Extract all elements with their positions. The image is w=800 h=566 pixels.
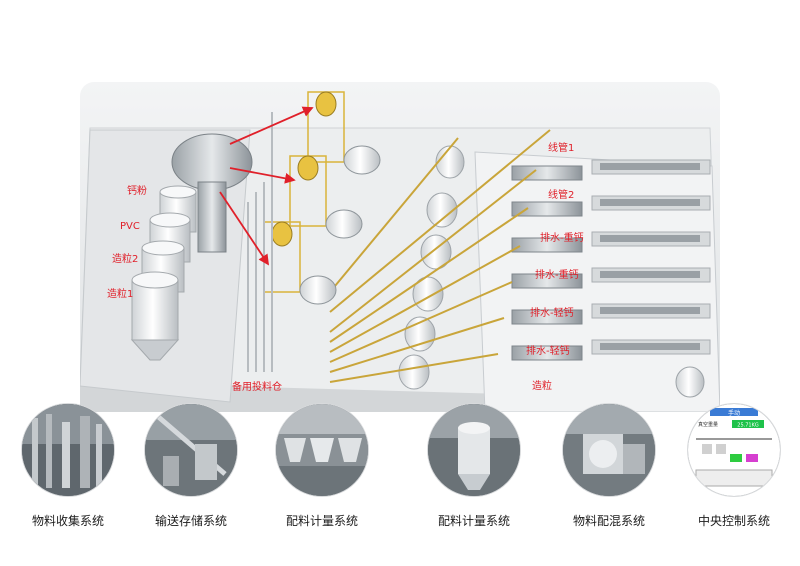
label-pellet1: 造粒1: [107, 289, 134, 300]
label-drain-light-1: 排水-轻钙: [530, 308, 574, 319]
photo-batching-2: [428, 404, 520, 496]
silo-pellet1: [130, 271, 180, 361]
caption-mixing: 物料配混系统: [572, 514, 645, 528]
feeder-hoppers: [398, 145, 705, 398]
control-weight-label: 真空重量: [698, 421, 718, 428]
extrusion-lines: [511, 159, 711, 361]
conveying-pipes: [329, 129, 551, 383]
photo-mixing: [563, 404, 655, 496]
photo-collection: [22, 404, 114, 496]
control-weight-value: 25.71KG: [737, 423, 759, 429]
label-line1: 线管1: [548, 143, 575, 154]
caption-conveying: 输送存储系统: [154, 514, 227, 528]
caption-batching-2: 配料计量系统: [437, 514, 510, 528]
vertical-pipes: [247, 112, 273, 372]
plant-scene: [80, 82, 720, 412]
silos: [130, 185, 197, 361]
photo-control: 手动 真空重量 25.71KG: [688, 404, 780, 496]
label-pvc: PVC: [120, 221, 140, 232]
caption-batching-1: 配料计量系统: [285, 514, 358, 528]
label-spare-bin: 备用投料仓: [232, 382, 282, 393]
label-line2: 线管2: [548, 190, 575, 201]
label-drain-heavy-2: 排水-重钙: [535, 270, 579, 281]
red-arrows: [219, 106, 314, 266]
caption-control: 中央控制系统: [697, 514, 770, 528]
photo-batching-1: [276, 404, 368, 496]
mixer-towers: [263, 91, 381, 305]
control-panel-title: 手动: [728, 409, 740, 417]
label-drain-heavy-1: 排水-重钙: [540, 233, 584, 244]
caption-collection: 物料收集系统: [31, 514, 104, 528]
photo-conveying: [145, 404, 237, 496]
label-drain-light-2: 排水-轻钙: [526, 346, 570, 357]
label-pellet2: 造粒2: [112, 254, 139, 265]
label-calcium: 钙粉: [127, 186, 147, 197]
label-pelletizing: 造粒: [532, 381, 552, 392]
